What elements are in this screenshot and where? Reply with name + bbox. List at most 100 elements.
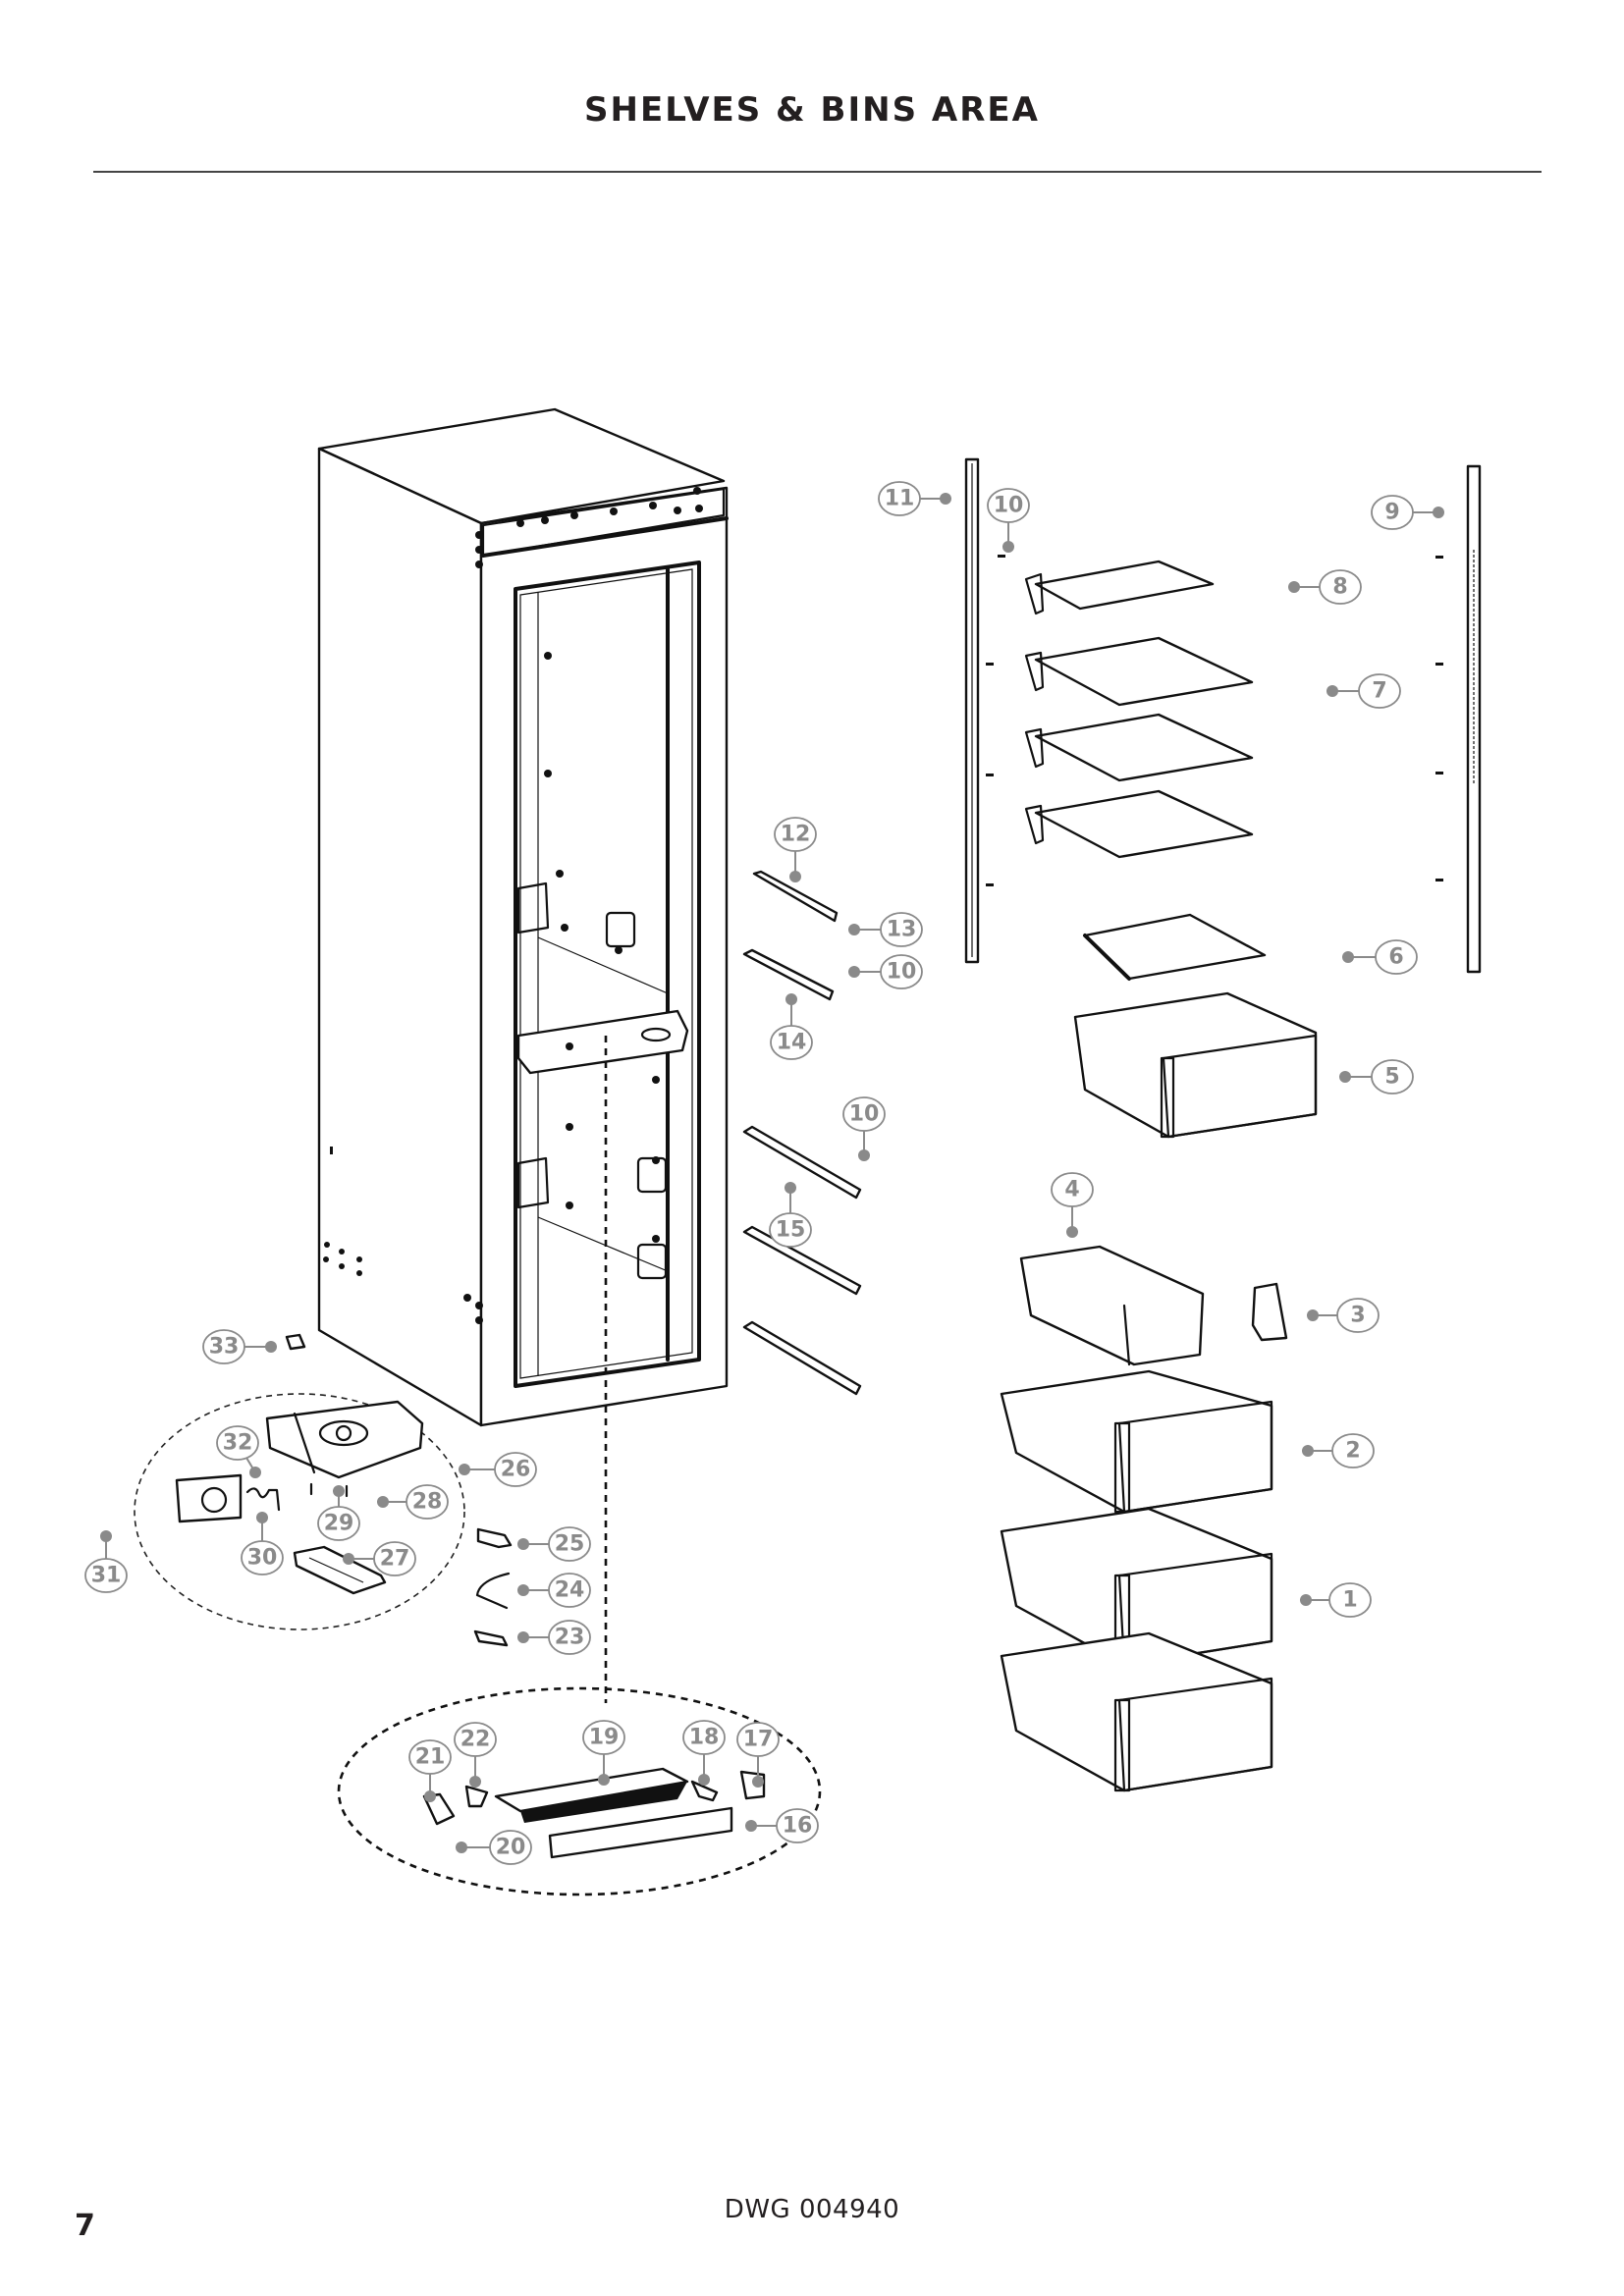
callout-ring (548, 1620, 591, 1655)
callout-anchor-dot (249, 1467, 261, 1478)
callout-20: 20 (456, 1830, 532, 1865)
callout-ring (454, 1722, 497, 1757)
callout-number: 8 (1332, 575, 1347, 600)
callout-9: 9 (1371, 495, 1444, 530)
callout-number: 1 (1342, 1588, 1357, 1613)
callout-ring (1051, 1172, 1094, 1207)
callout-17: 17 (736, 1722, 780, 1788)
page-title: SHELVES & BINS AREA (584, 90, 1040, 130)
glass-shelf-7a (1024, 636, 1254, 707)
callout-anchor-dot (1342, 951, 1354, 963)
callout-number: 3 (1350, 1304, 1365, 1328)
callout-anchor-dot (785, 1182, 796, 1194)
callout-ring (548, 1573, 591, 1608)
callout-number: 22 (460, 1728, 491, 1752)
callout-8: 8 (1288, 569, 1362, 605)
callout-number: 33 (209, 1335, 240, 1360)
callout-ring (769, 1212, 812, 1248)
callout-number: 10 (849, 1102, 880, 1127)
callout-ring (202, 1329, 245, 1364)
callout-number: 27 (380, 1547, 410, 1572)
callout-anchor-dot (1326, 685, 1338, 697)
callout-ring (774, 817, 817, 852)
callout-anchor-dot (377, 1496, 389, 1508)
callout-number: 16 (783, 1814, 813, 1839)
callout-ring (682, 1720, 726, 1755)
divider-clip-right (690, 1780, 719, 1802)
callout-ring (776, 1808, 819, 1843)
callout-anchor-dot (343, 1553, 354, 1565)
callout-number: 15 (776, 1218, 806, 1243)
callout-anchor-dot (1339, 1071, 1351, 1083)
callout-number: 20 (496, 1836, 526, 1860)
callout-ring (880, 912, 923, 947)
glass-shelf-7c (1024, 789, 1254, 859)
callout-number: 6 (1388, 945, 1403, 970)
callout-5: 5 (1339, 1059, 1414, 1095)
callout-anchor-dot (517, 1584, 529, 1596)
callout-ring (878, 481, 921, 516)
callout-number: 31 (91, 1564, 122, 1588)
drawer-slide-15c (742, 1320, 862, 1396)
callout-number: 24 (555, 1578, 585, 1603)
drawing-number: DWG 004940 (724, 2195, 900, 2224)
callout-ring (1375, 939, 1418, 975)
callout-33: 33 (202, 1329, 277, 1364)
callout-anchor-dot (424, 1790, 436, 1802)
small-insert-3 (1251, 1282, 1288, 1342)
callout-29: 29 (317, 1485, 360, 1541)
callout-ring (1371, 1059, 1414, 1095)
callout-ring (842, 1096, 886, 1132)
callout-number: 5 (1384, 1065, 1399, 1090)
shelf-rail-right (1466, 464, 1482, 974)
callout-anchor-dot (517, 1538, 529, 1550)
callout-anchor-dot (940, 493, 951, 505)
callout-ring (1331, 1433, 1375, 1468)
callout-anchor-dot (598, 1774, 610, 1786)
callout-number: 23 (555, 1626, 585, 1650)
callout-anchor-dot (1288, 581, 1300, 593)
callout-number: 32 (223, 1431, 253, 1456)
callout-number: 11 (885, 487, 915, 511)
callout-number: 12 (781, 823, 811, 847)
drawer-slide-15a (742, 1125, 862, 1200)
feeler-arm (245, 1487, 281, 1512)
callout-1: 1 (1300, 1582, 1372, 1618)
callout-anchor-dot (333, 1485, 345, 1497)
door-bin-tray-4 (1019, 1245, 1205, 1366)
ice-maker-motor (175, 1473, 243, 1523)
callout-layer: 1234567891011121310141015161718192021222… (84, 481, 1444, 1865)
callout-number: 13 (887, 918, 917, 942)
divider-group-outline (337, 1686, 822, 1896)
callout-number: 10 (994, 494, 1024, 518)
callout-anchor-dot (459, 1464, 470, 1475)
shelf-rail-left (964, 457, 980, 964)
callout-anchor-dot (1302, 1445, 1314, 1457)
callout-anchor-dot (469, 1776, 481, 1788)
crisper-bin-1b (1000, 1631, 1273, 1792)
callout-ring (880, 954, 923, 989)
title-divider (93, 171, 1542, 173)
callout-10: 10 (848, 954, 923, 989)
drawer-slide-15b (742, 1225, 862, 1296)
callout-ring (408, 1739, 452, 1775)
glass-shelf-7b (1024, 713, 1254, 782)
ice-tray (293, 1545, 387, 1595)
callout-anchor-dot (265, 1341, 277, 1353)
callout-anchor-dot (1307, 1309, 1319, 1321)
callout-ring (582, 1720, 625, 1755)
callout-32: 32 (216, 1425, 261, 1478)
callout-number: 30 (247, 1546, 278, 1571)
callout-number: 14 (777, 1031, 807, 1055)
callout-ring (84, 1558, 128, 1593)
screws-27-29 (309, 1482, 349, 1498)
ice-maker-housing (265, 1400, 424, 1479)
divider-panel (494, 1767, 689, 1823)
callout-16: 16 (745, 1808, 819, 1843)
callout-anchor-dot (1002, 541, 1014, 553)
crisper-bin-5 (1073, 991, 1318, 1139)
callout-ring (548, 1526, 591, 1562)
callout-ring (1358, 673, 1401, 709)
callout-number: 17 (743, 1728, 774, 1752)
callout-15: 15 (769, 1182, 812, 1248)
